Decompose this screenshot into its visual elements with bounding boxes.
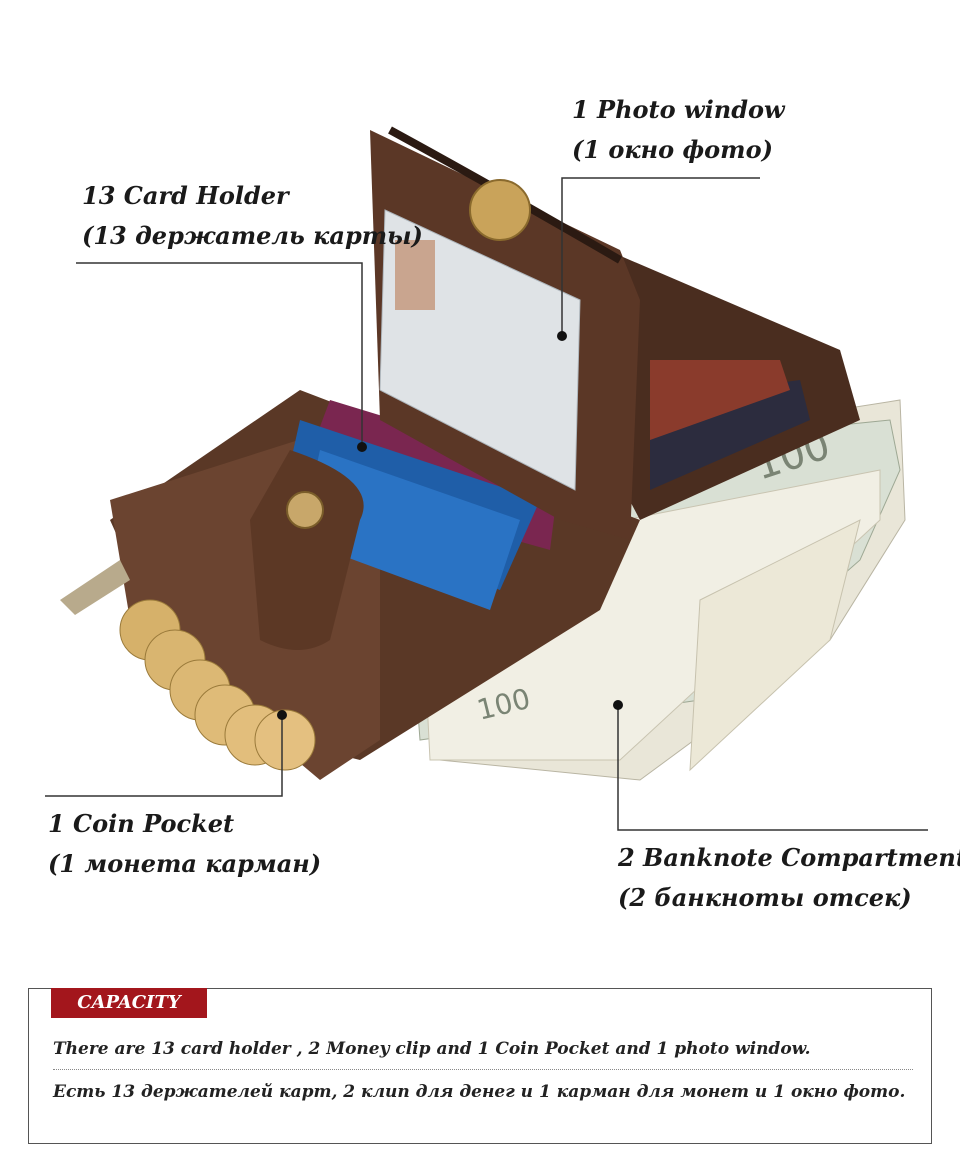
- card-holder-leader: [76, 262, 363, 447]
- coin-pocket-leader: [45, 715, 283, 797]
- capacity-line-en: There are 13 card holder , 2 Money clip …: [53, 1039, 811, 1059]
- callout-photo-window-ru: (1 окно фото): [572, 135, 773, 164]
- callout-banknote-en: 2 Banknote Compartment: [618, 843, 960, 872]
- callout-leaders: [45, 177, 928, 831]
- capacity-divider: [53, 1069, 913, 1070]
- callout-banknote-ru: (2 банкноты отсек): [618, 883, 912, 912]
- capacity-line-ru: Есть 13 держателей карт, 2 клип для дене…: [53, 1082, 906, 1102]
- callout-banknote: 2 Banknote Compartment (2 банкноты отсек…: [618, 838, 960, 918]
- capacity-badge: CAPACITY: [51, 988, 207, 1018]
- wallet-photo: 100 100: [45, 126, 928, 831]
- callout-card-holder-en: 13 Card Holder: [82, 181, 289, 210]
- photo-window-leader: [561, 177, 760, 336]
- banknote-leader: [617, 705, 928, 831]
- callout-photo-window: 1 Photo window (1 окно фото): [572, 90, 785, 170]
- capacity-box: CAPACITY There are 13 card holder , 2 Mo…: [28, 988, 932, 1144]
- callout-card-holder-ru: (13 держатель карты): [82, 221, 423, 250]
- callout-card-holder: 13 Card Holder (13 держатель карты): [82, 176, 423, 256]
- callout-coin-pocket: 1 Coin Pocket (1 монета карман): [48, 804, 321, 884]
- coins-image: [119, 599, 316, 771]
- callout-photo-window-en: 1 Photo window: [572, 95, 785, 124]
- callout-coin-pocket-ru: (1 монета карман): [48, 849, 322, 878]
- wallet-body: [60, 126, 860, 780]
- callout-coin-pocket-en: 1 Coin Pocket: [48, 809, 235, 838]
- product-illustration: 100 100: [45, 90, 960, 918]
